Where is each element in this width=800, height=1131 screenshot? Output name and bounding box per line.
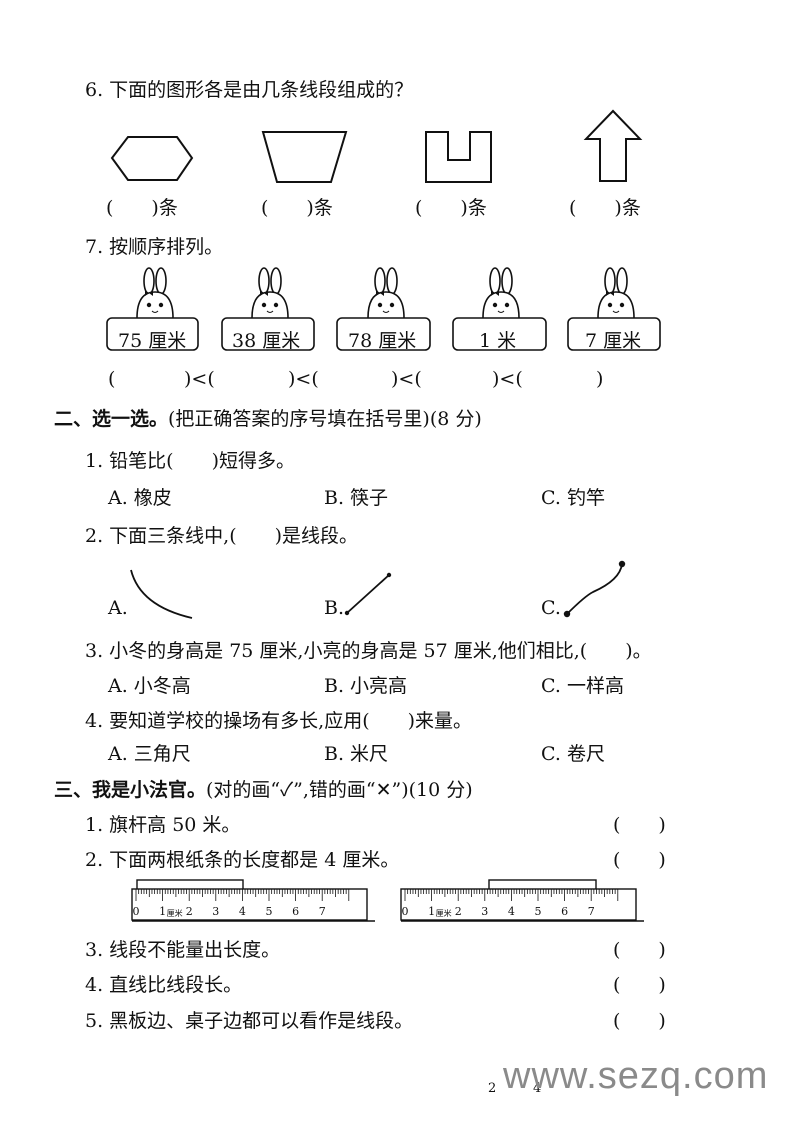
q7-card-4: 1 米 <box>479 330 517 352</box>
s2-q3-b: B. 小亮高 <box>324 675 408 697</box>
ruler-2: 0 1 2 3 4 5 6 7 厘米 <box>400 879 644 922</box>
rabbit-icon <box>251 267 289 319</box>
ruler-number: 1 <box>159 905 166 918</box>
ruler-number: 7 <box>319 905 326 918</box>
line-a-curve <box>130 569 193 619</box>
s3-item-4: 4. 直线比线段长。 <box>85 974 243 996</box>
s2-q1-c: C. 钓竿 <box>541 487 605 509</box>
card-box <box>452 317 547 351</box>
section2-note: (把正确答案的序号填在括号里)(8 分) <box>168 408 482 430</box>
u-shape-figure <box>425 131 492 183</box>
s3-paren-4: ( ) <box>613 974 666 996</box>
q6-answer-3: ( )条 <box>415 197 487 219</box>
q7-blank-5: ) <box>596 368 604 390</box>
s3-paren-2: ( ) <box>613 849 666 871</box>
rabbit-icon <box>597 267 635 319</box>
ruler-number: 7 <box>588 905 595 918</box>
line-c-curve <box>566 563 623 615</box>
q7-blank-1: )<( <box>184 368 215 390</box>
s3-item-5: 5. 黑板边、桌子边都可以看作是线段。 <box>85 1010 414 1032</box>
s2-q1-a: A. 橡皮 <box>108 487 172 509</box>
section3-note: (对的画“✓”,错的画“✕”)(10 分) <box>206 779 473 801</box>
ruler-number: 1 <box>428 905 435 918</box>
ruler-number: 2 <box>186 905 193 918</box>
s2-q4-c: C. 卷尺 <box>541 743 605 765</box>
page-number-right: 4 <box>533 1081 542 1096</box>
q7-card-3: 78 厘米 <box>348 330 417 352</box>
line-b-segment <box>346 574 390 614</box>
q7-card-5: 7 厘米 <box>585 330 642 352</box>
s2-q1: 1. 铅笔比( )短得多。 <box>85 450 295 472</box>
card-box <box>567 317 661 351</box>
s2-q2-a: A. <box>108 597 128 619</box>
s2-q2: 2. 下面三条线中,( )是线段。 <box>85 525 359 547</box>
q7-blank-2: )<( <box>288 368 319 390</box>
trapezoid-figure <box>261 131 348 183</box>
q6-title: 6. 下面的图形各是由几条线段组成的？ <box>85 79 414 101</box>
section2-heading: 二、选一选。(把正确答案的序号填在括号里)(8 分) <box>54 404 482 431</box>
ruler-number: 0 <box>402 905 409 918</box>
s2-q4-a: A. 三角尺 <box>108 743 191 765</box>
ruler-number: 6 <box>292 905 299 918</box>
s2-q3: 3. 小冬的身高是 75 厘米,小亮的身高是 57 厘米,他们相比,( )。 <box>85 640 652 662</box>
q7-card-1: 75 厘米 <box>118 330 187 352</box>
rabbit-icon <box>367 267 405 319</box>
q7-blank-4: )<( <box>492 368 523 390</box>
ruler-number: 5 <box>535 905 542 918</box>
section3-heading: 三、我是小法官。(对的画“✓”,错的画“✕”)(10 分) <box>54 775 473 802</box>
q6-answer-1: ( )条 <box>106 197 178 219</box>
q6-answer-2: ( )条 <box>261 197 333 219</box>
card-box <box>336 317 431 351</box>
ruler-number: 4 <box>508 905 515 918</box>
ruler-number: 4 <box>239 905 246 918</box>
ruler-number: 3 <box>481 905 488 918</box>
q7-blank-3: )<( <box>391 368 422 390</box>
s3-item-2: 2. 下面两根纸条的长度都是 4 厘米。 <box>85 849 400 871</box>
hexagon-figure <box>110 136 194 181</box>
card-box <box>106 317 199 351</box>
s3-paren-1: ( ) <box>613 814 666 836</box>
ruler-number: 3 <box>212 905 219 918</box>
card-box <box>221 317 315 351</box>
section3-title: 三、我是小法官。 <box>54 779 207 801</box>
rabbit-icon <box>482 267 520 319</box>
s3-item-1: 1. 旗杆高 50 米。 <box>85 814 241 836</box>
arrow-figure <box>583 109 643 182</box>
ruler-unit: 厘米 <box>436 908 452 918</box>
s3-item-3: 3. 线段不能量出长度。 <box>85 939 281 961</box>
s2-q4: 4. 要知道学校的操场有多长,应用( )来量。 <box>85 710 473 732</box>
ruler-1: 0 1 2 3 4 5 6 7 厘米 <box>131 879 375 922</box>
s3-paren-3: ( ) <box>613 939 666 961</box>
q6-answer-4: ( )条 <box>569 197 641 219</box>
s2-q3-c: C. 一样高 <box>541 675 624 697</box>
watermark: www.sezq.com <box>503 1055 769 1097</box>
rabbit-icon <box>136 267 174 319</box>
s2-q2-b: B. <box>324 597 345 619</box>
ruler-number: 2 <box>455 905 462 918</box>
q7-title: 7. 按顺序排列。 <box>85 236 224 258</box>
ruler-number: 6 <box>561 905 568 918</box>
s3-paren-5: ( ) <box>613 1010 666 1032</box>
ruler-number: 0 <box>133 905 140 918</box>
s2-q4-b: B. 米尺 <box>324 743 389 765</box>
q7-blank-0: ( <box>108 368 116 390</box>
s2-q1-b: B. 筷子 <box>324 487 389 509</box>
ruler-number: 5 <box>266 905 273 918</box>
s2-q3-a: A. 小冬高 <box>108 675 191 697</box>
section2-title: 二、选一选。 <box>54 408 169 430</box>
ruler-unit: 厘米 <box>167 908 183 918</box>
s2-q2-c: C. <box>541 597 561 619</box>
q7-card-2: 38 厘米 <box>232 330 301 352</box>
page-number-left: 2 <box>488 1081 497 1096</box>
